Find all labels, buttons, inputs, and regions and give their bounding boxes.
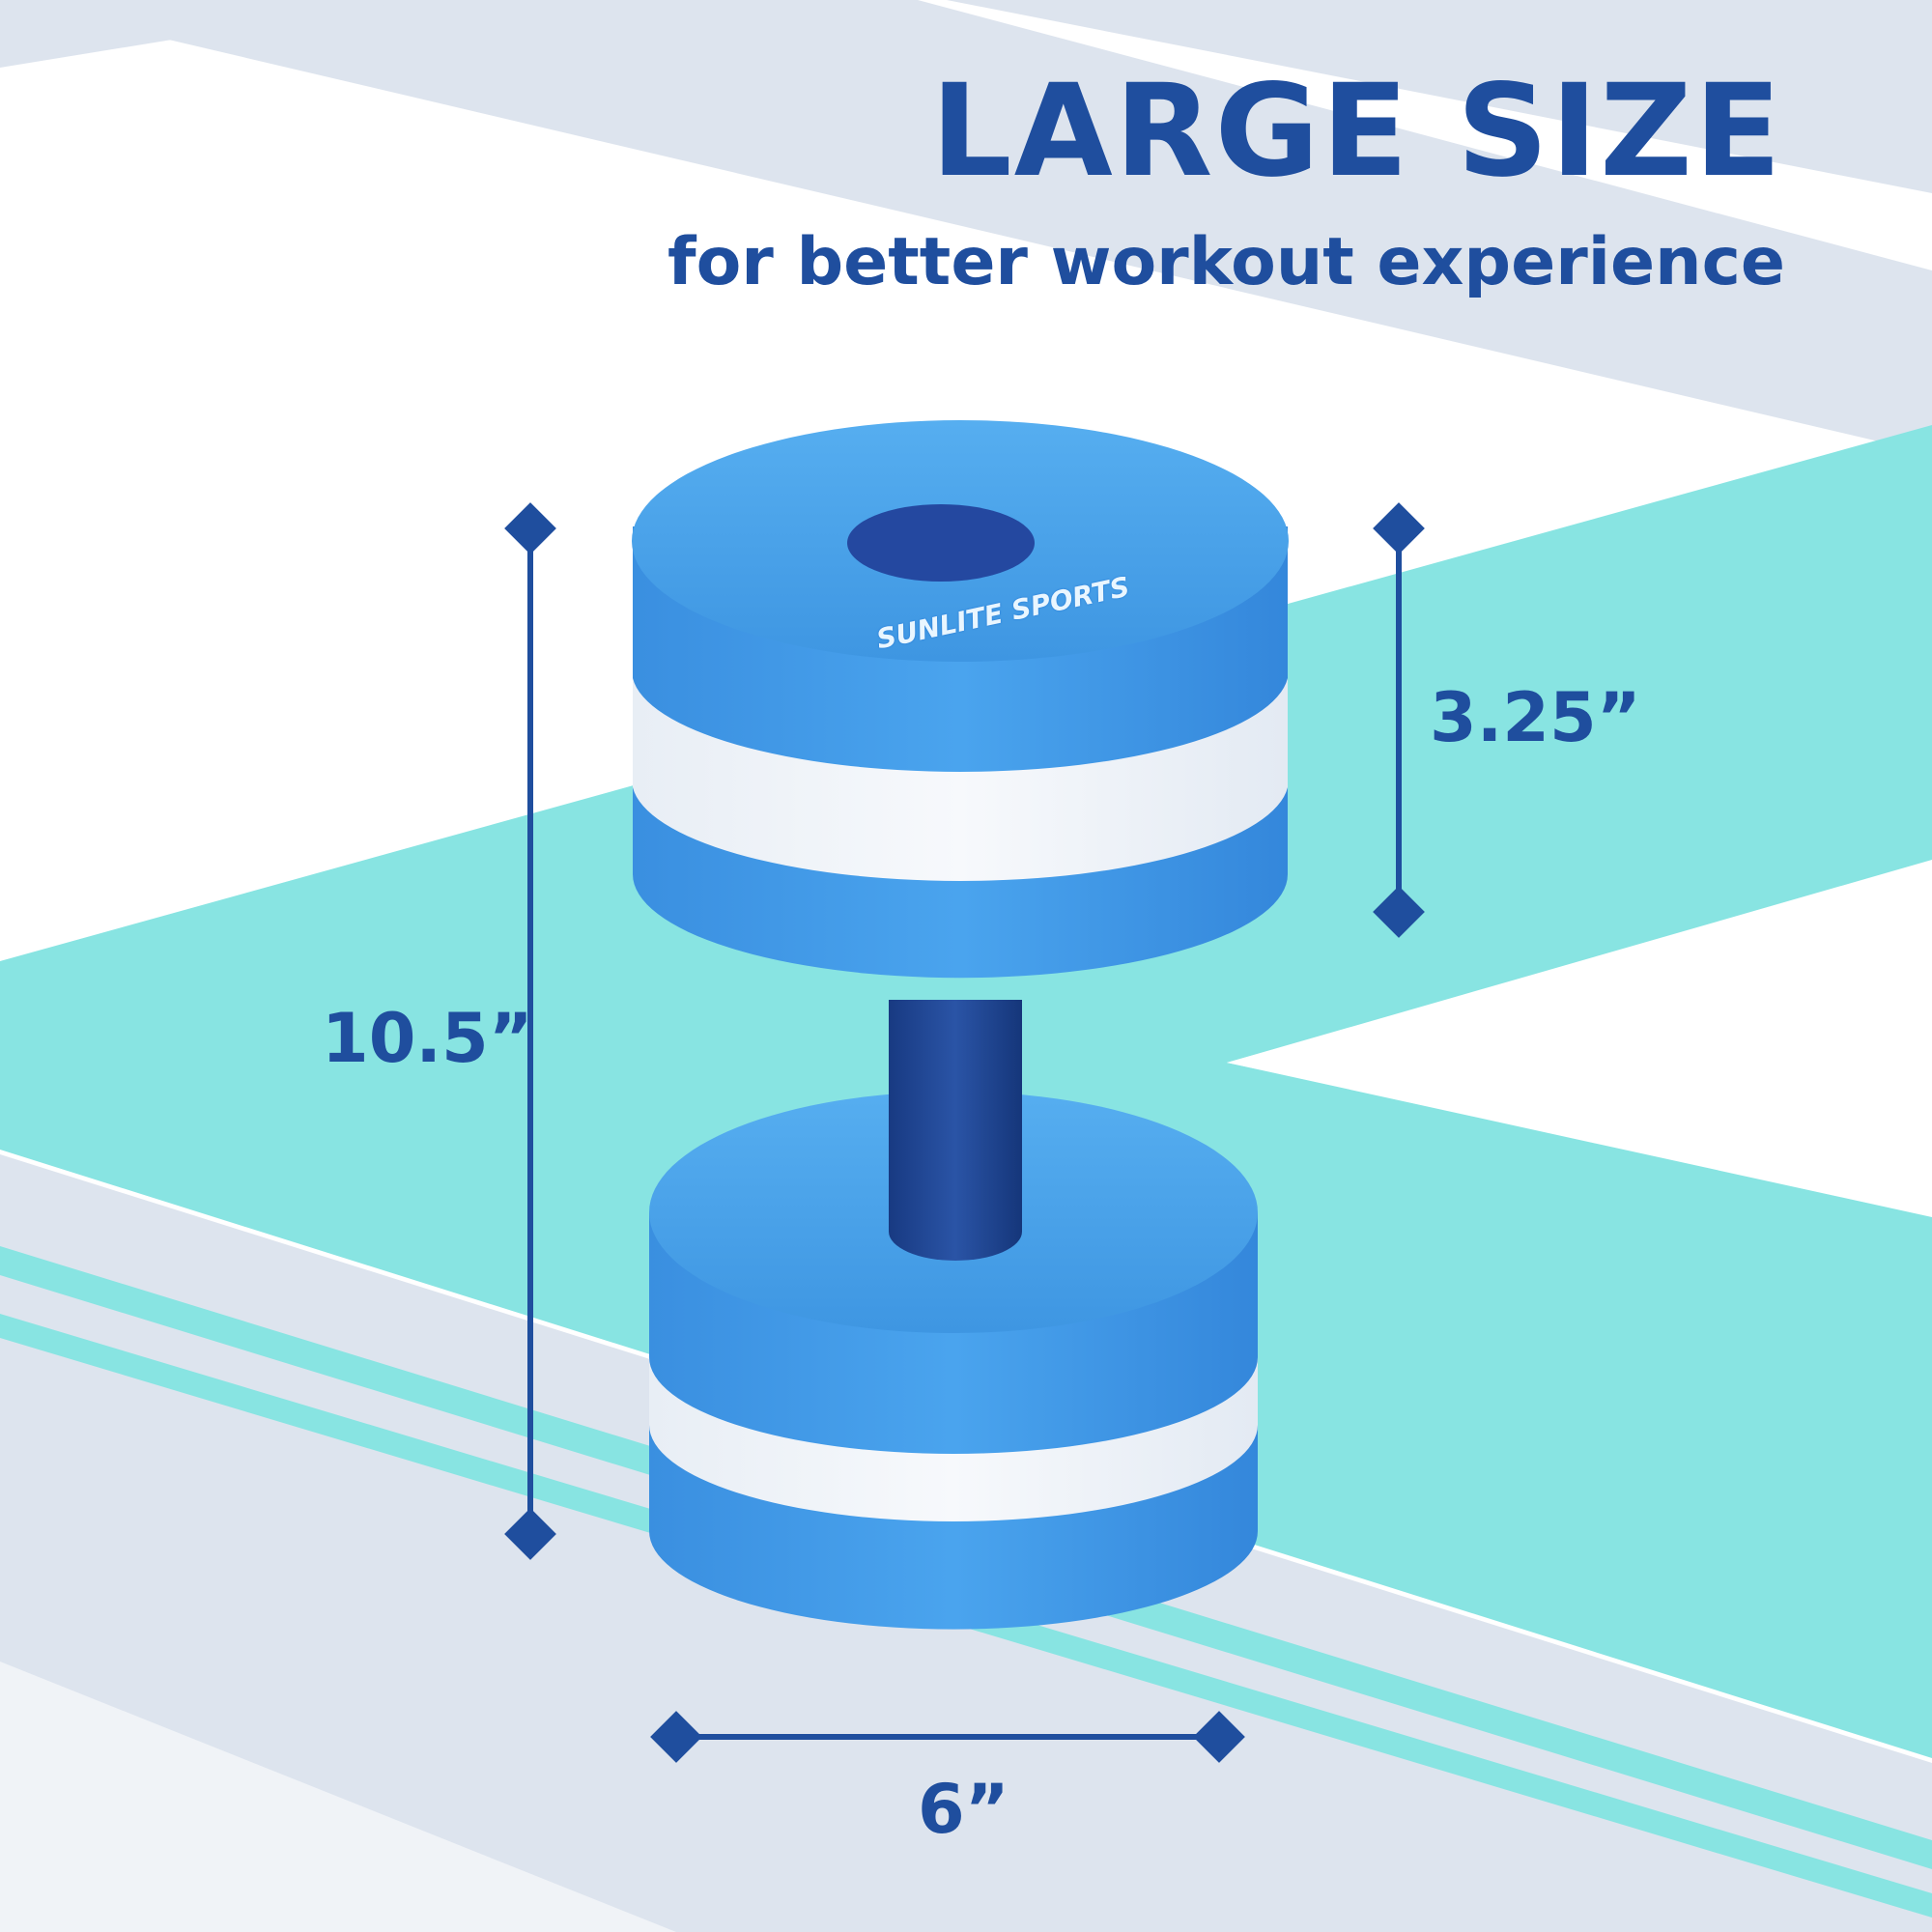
headline-title: LARGE SIZE — [930, 57, 1783, 206]
disc-thickness-label: 3.25” — [1430, 678, 1641, 757]
height-label: 10.5” — [322, 999, 533, 1078]
pale-stripes-top — [0, 0, 1932, 454]
handle — [889, 1000, 1022, 1261]
top-disc — [632, 420, 1289, 979]
dumbbell — [632, 420, 1289, 1630]
headline-subtitle: for better workout experience — [668, 224, 1785, 300]
diameter-label: 6” — [918, 1770, 1009, 1849]
top-cap — [847, 504, 1035, 582]
